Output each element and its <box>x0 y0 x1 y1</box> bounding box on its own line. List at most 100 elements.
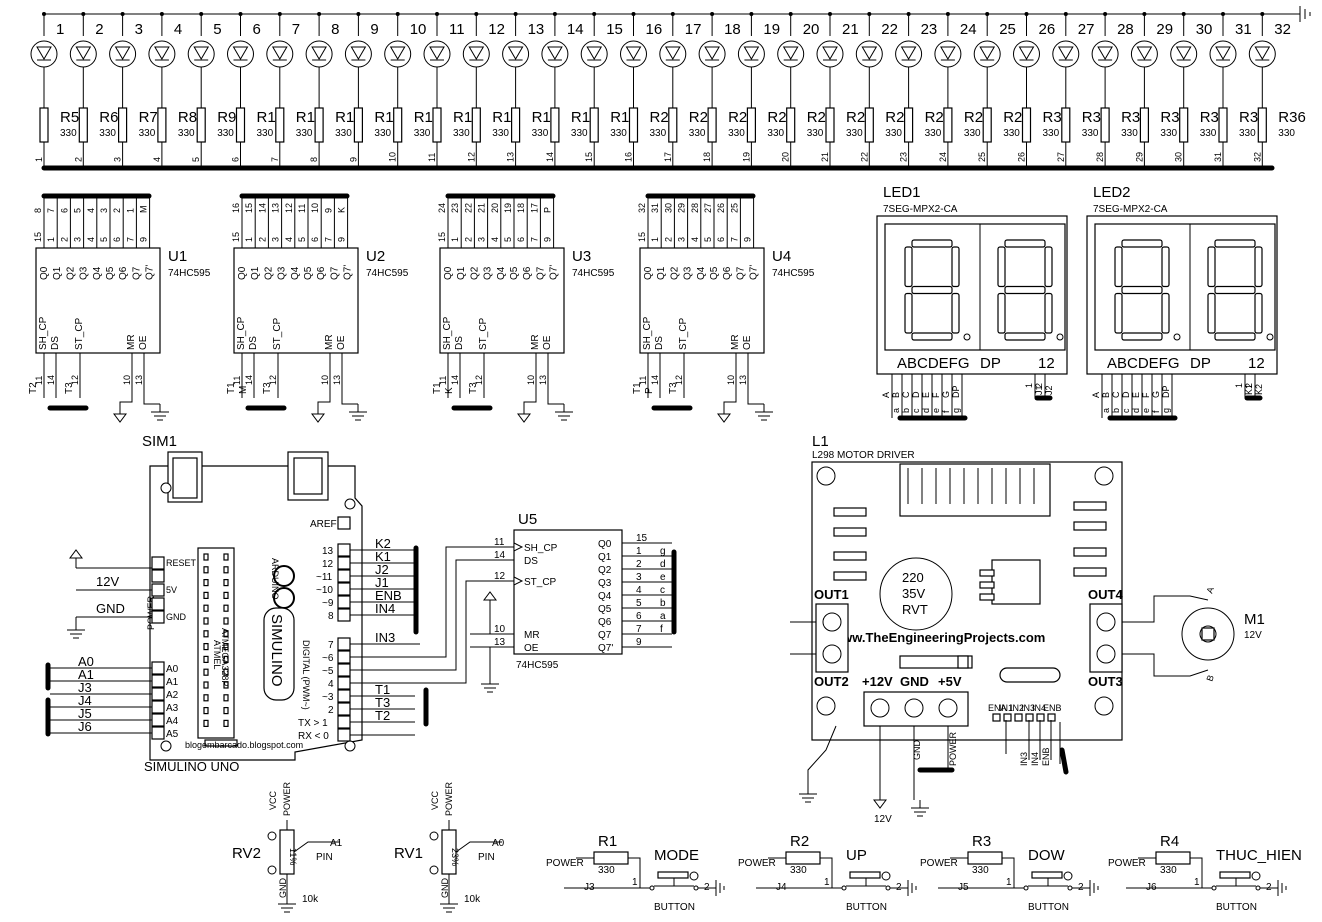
sr-q-pin: Q7 <box>131 266 142 280</box>
resistor-pin: 29 <box>1134 152 1144 162</box>
power-pin <box>151 556 165 570</box>
button-power-label: POWER <box>738 858 776 869</box>
led-label: 1 <box>56 21 64 38</box>
pot-value: 10k <box>464 894 481 905</box>
pot-wiper-wire <box>455 841 502 853</box>
digital-pin-label: ~11 <box>316 572 333 583</box>
sr-q-pin: Q7 <box>735 266 746 280</box>
digital-pin-label: ~6 <box>322 653 334 664</box>
button-contact <box>649 885 655 891</box>
display-segment-label: ABCDEFG <box>897 355 970 372</box>
display-pin-cap: F <box>931 392 941 398</box>
display-pin-cap: A <box>881 392 891 398</box>
chip-brand: ATMEL <box>212 640 222 669</box>
button-icon <box>689 871 699 881</box>
resistor-body <box>628 107 639 143</box>
sr-q-pin: Q3 <box>483 266 494 280</box>
sr-top-pin: 1 <box>46 237 56 242</box>
simulino-logo: SIMULINO <box>268 614 285 687</box>
button-resistor-name: R3 <box>972 833 991 850</box>
digital-pin <box>337 663 351 677</box>
chip-pin <box>223 668 229 676</box>
header-label: IN4 <box>1032 703 1046 713</box>
sr-body <box>233 247 359 354</box>
button-type-label: BUTTON <box>1028 902 1069 913</box>
resistor-body <box>903 107 914 143</box>
resistor-value: 330 <box>532 128 549 139</box>
resistor-value: 330 <box>1160 128 1177 139</box>
sr-top-pin: 5 <box>99 237 109 242</box>
u5-left-name: ST_CP <box>524 577 557 588</box>
header-pin <box>1025 713 1034 722</box>
analog-net-label: J5 <box>78 706 92 721</box>
capacitor <box>879 557 953 631</box>
header-net: ENB <box>1041 747 1051 766</box>
display-pin-net: f <box>941 410 951 413</box>
sr-oe: OE <box>542 335 553 350</box>
resistor-pin: 13 <box>506 152 516 162</box>
led-label: 16 <box>646 21 663 38</box>
regulator-pin <box>979 593 995 601</box>
sr-net-label: T1 <box>632 382 643 394</box>
button-type-label: BUTTON <box>1216 902 1257 913</box>
sr-mr: MR <box>730 334 741 350</box>
display-dp-label: DP <box>980 355 1001 372</box>
sr-ds: DS <box>654 336 665 350</box>
led-diode-icon <box>75 46 92 60</box>
button-cap <box>849 871 881 879</box>
digit-2-seg-3 <box>1214 332 1256 341</box>
resistor-body <box>1179 107 1189 143</box>
cap-value: 220 <box>902 570 924 585</box>
sr-top-pin: 6 <box>112 237 122 242</box>
out4-label: OUT4 <box>1088 587 1123 602</box>
sr-bus-label: K <box>337 207 347 213</box>
power-pin <box>151 597 165 611</box>
digit-2-seg-6 <box>1214 285 1256 295</box>
digital-pin <box>337 728 351 742</box>
resistor-pin: 15 <box>584 152 594 162</box>
sr-oe-wire <box>747 398 764 405</box>
sr-q-pin: Q4 <box>496 266 507 280</box>
sr-bus-label: 23 <box>450 203 460 213</box>
display-pin-cap: G <box>941 391 951 398</box>
sr-bus-label: 32 <box>637 203 647 213</box>
header-net: IN4 <box>1030 752 1040 766</box>
u5-q-name: Q2 <box>598 565 612 576</box>
display-pin-cap: F <box>1141 392 1151 398</box>
resistor-body <box>1021 107 1032 143</box>
button-resistor-body <box>593 851 629 865</box>
u5-part: 74HC595 <box>516 660 559 671</box>
digital-net-label: J2 <box>375 562 389 577</box>
resistor-body <box>982 107 992 143</box>
resistor-value: 330 <box>492 128 509 139</box>
button-resistor-body <box>1155 851 1191 865</box>
sr-bottom-pin: 12 <box>268 375 278 385</box>
digit-1-dp <box>963 333 971 341</box>
sr-top-pin: 6 <box>516 237 526 242</box>
display-digit-label: 12 <box>1038 355 1055 372</box>
digital-pin-label: ~10 <box>316 585 333 596</box>
button-resistor-wire <box>628 857 641 888</box>
resistor-pin: 10 <box>388 152 398 162</box>
pot-up-icon <box>267 831 277 841</box>
button-resistor-name: R1 <box>598 833 617 850</box>
regulator-pin <box>979 569 995 577</box>
sr-top-pin: 3 <box>477 237 487 242</box>
motor-wire-a <box>1122 595 1209 623</box>
display-pin-cap: E <box>921 392 931 398</box>
chip-pin <box>223 719 229 728</box>
resistor-name: R8 <box>178 109 197 126</box>
sr-name: U1 <box>168 248 187 265</box>
led-label: 14 <box>567 21 584 38</box>
u5-q-name: Q7' <box>598 643 613 654</box>
display-common-pin: 2 <box>1034 383 1044 388</box>
resistor-pin: 21 <box>820 152 830 162</box>
l298-mount-hole <box>816 696 836 716</box>
sr-oe-wire <box>341 398 358 405</box>
display-part: 7SEG-MPX2-CA <box>1093 204 1168 215</box>
